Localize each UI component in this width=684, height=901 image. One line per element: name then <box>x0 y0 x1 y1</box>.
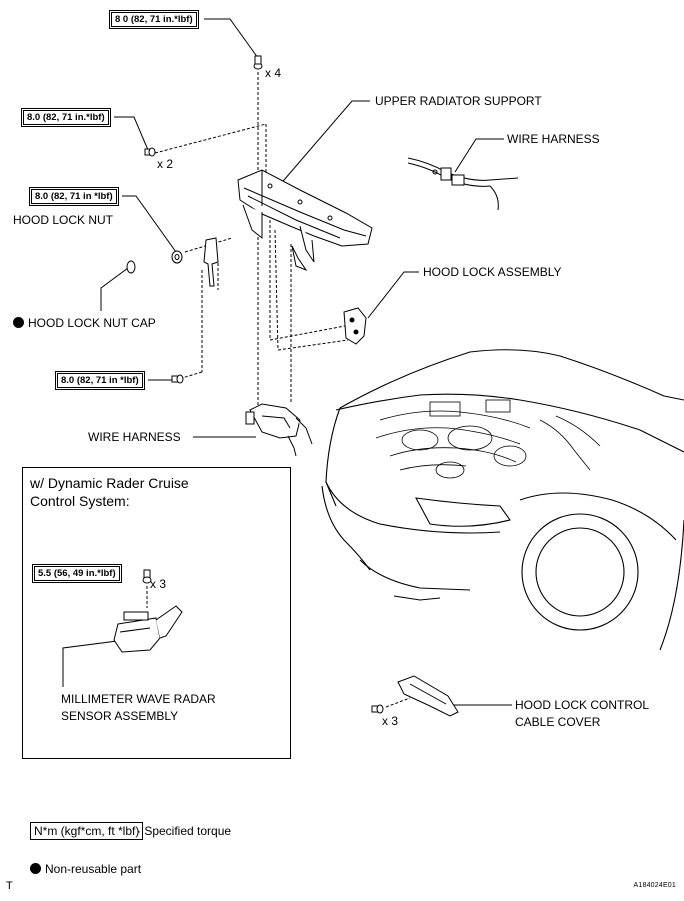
label-hood-lock-nut-cap: HOOD LOCK NUT CAP <box>13 316 156 330</box>
legend-dot-icon <box>30 863 41 874</box>
qty-label-radar: x 3 <box>150 577 167 591</box>
hood-lock-assembly-drawing <box>343 307 367 345</box>
legend-torque-text: · Specified torque <box>137 824 232 838</box>
non-reusable-marker-icon <box>13 317 24 328</box>
cable-cover-drawing <box>397 675 459 717</box>
engine-bay-detail <box>375 399 601 479</box>
label-wire-harness-mid: WIRE HARNESS <box>88 430 181 444</box>
hood-lock-bracket-drawing <box>203 237 219 287</box>
upper-radiator-support-drawing <box>237 169 373 272</box>
inset-box <box>22 467 291 759</box>
bolt-radar <box>142 569 152 584</box>
label-radar-sensor-line1: MILLIMETER WAVE RADAR <box>61 692 216 706</box>
torque-label-bolt-left-2: 8.0 (82, 71 in *lbf) <box>55 371 145 390</box>
inset-title-line2: Control System: <box>30 493 130 509</box>
bolt-left-2 <box>171 374 184 384</box>
bolt-top <box>253 55 263 70</box>
qty-label-top: x 4 <box>265 66 282 80</box>
bolt-cable-cover <box>371 704 384 714</box>
corner-mark: T <box>6 880 13 892</box>
bolt-left-1 <box>144 147 156 157</box>
qty-label-bolt-left-1: x 2 <box>157 157 174 171</box>
fasteners <box>126 55 384 714</box>
radar-sensor-drawing <box>113 605 183 653</box>
inset-title: w/ Dynamic Rader Cruise Control System: <box>30 474 189 510</box>
label-radar-sensor-line2: SENSOR ASSEMBLY <box>61 709 179 723</box>
wire-harness-top-drawing <box>407 157 519 211</box>
label-hood-lock-nut-cap-text: HOOD LOCK NUT CAP <box>28 316 156 330</box>
hood-lock-nut-cap-part <box>126 260 136 274</box>
legend-nonreusable: Non-reusable part <box>30 862 141 876</box>
hood-lock-nut-part <box>171 250 183 264</box>
leader-lines <box>62 18 512 706</box>
legend-torque-unit: N*m (kgf*cm, ft *lbf) <box>30 822 144 840</box>
label-hood-lock-assembly: HOOD LOCK ASSEMBLY <box>423 265 562 279</box>
torque-label-hood-lock-nut: 8.0 (82, 71 in *lbf) <box>29 187 119 206</box>
torque-label-bolt-left-1: 8.0 (82, 71 in.*lbf) <box>21 108 111 127</box>
torque-label-top: 8 0 (82, 71 in.*lbf) <box>109 10 199 29</box>
wire-harness-mid-drawing <box>245 403 313 457</box>
label-wire-harness-top: WIRE HARNESS <box>507 132 600 146</box>
figure-code: A184024E01 <box>633 882 676 889</box>
qty-label-cable-cover: x 3 <box>382 714 399 728</box>
inset-title-line1: w/ Dynamic Rader Cruise <box>30 475 189 491</box>
label-upper-radiator-support: UPPER RADIATOR SUPPORT <box>375 94 542 108</box>
vehicle-front-drawing <box>321 349 684 651</box>
label-cable-cover-line2: CABLE COVER <box>515 715 601 729</box>
label-hood-lock-nut: HOOD LOCK NUT <box>13 213 114 227</box>
legend-nonreusable-text: Non-reusable part <box>45 862 142 876</box>
label-cable-cover-line1: HOOD LOCK CONTROL <box>515 698 650 712</box>
